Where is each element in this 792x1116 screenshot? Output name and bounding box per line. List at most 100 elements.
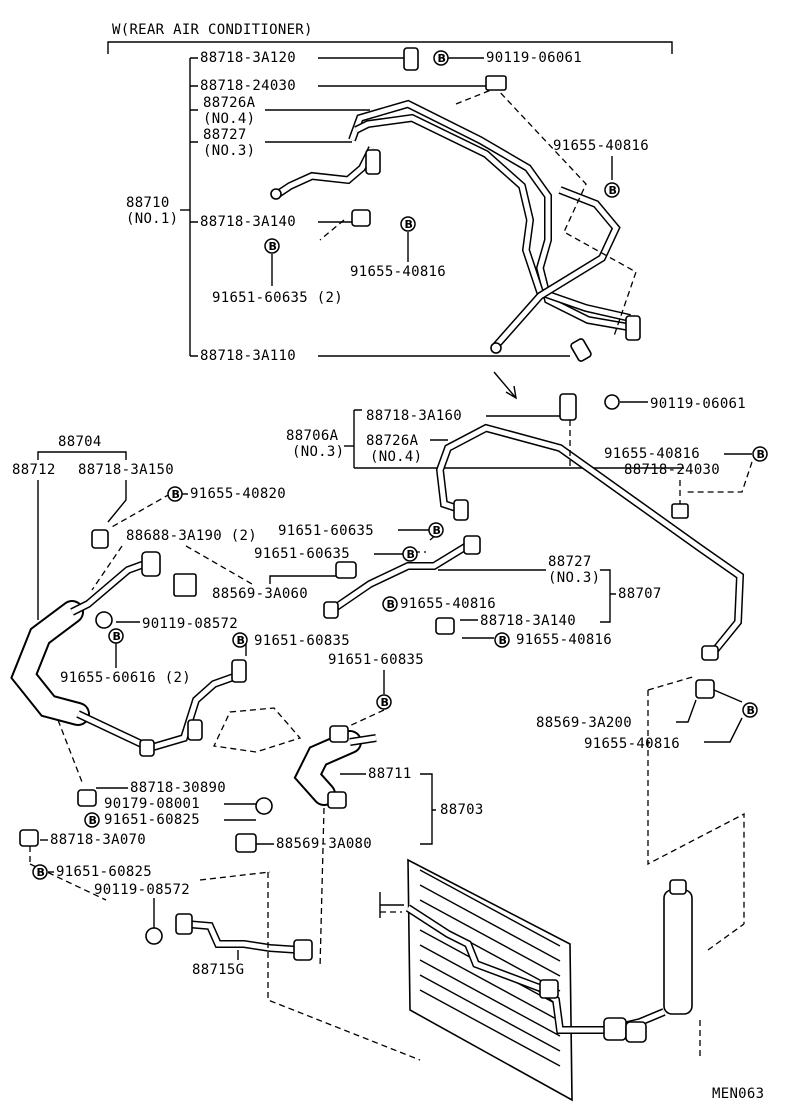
label-91651-60635-b: 91651-60635 <box>254 546 350 562</box>
fitting-88715G-a <box>175 913 193 935</box>
condenser-core <box>407 858 573 1102</box>
label-88710: 88710 <box>126 195 170 211</box>
fitting-88711-b <box>327 791 347 809</box>
badge-letter: B <box>405 218 414 231</box>
clamp-88718-3A140-b <box>435 617 455 635</box>
hose-88711-group: 91651-60835 91651-60835 88711 88703 <box>213 633 484 845</box>
header-bracket <box>107 41 673 54</box>
badge-b-7: B <box>428 522 444 538</box>
direction-arrow <box>493 371 517 400</box>
badge-letter: B <box>407 548 416 561</box>
label-88703: 88703 <box>440 802 484 818</box>
label-90179-08001: 90179-08001 <box>104 796 200 812</box>
hose-88704-group: 88704 88712 88718-3A150 91655-40820 8868… <box>10 434 286 757</box>
badge-letter: B <box>89 814 98 827</box>
label-88726A-b-no: (NO.4) <box>370 449 422 465</box>
label-90119-06061-a: 90119-06061 <box>486 50 582 66</box>
label-91651-60835-b: 91651-60835 <box>328 652 424 668</box>
badges: B B B B B B B B B B B B B B B B <box>32 50 768 880</box>
label-88718-24030-a: 88718-24030 <box>200 78 296 94</box>
label-88569-3A200: 88569-3A200 <box>536 715 632 731</box>
fitting-88704-d <box>139 739 155 757</box>
badge-b-11: B <box>232 632 248 648</box>
badge-letter: B <box>381 696 390 709</box>
fitting-rear-d <box>270 188 282 200</box>
fitting-88704-b <box>231 659 247 683</box>
label-88712: 88712 <box>12 462 56 478</box>
badge-letter: B <box>433 524 442 537</box>
label-88704: 88704 <box>58 434 102 450</box>
fitting-88715G-b <box>293 939 313 961</box>
label-88718-3A070: 88718-3A070 <box>50 832 146 848</box>
label-88707: 88707 <box>618 586 662 602</box>
fitting-88706A-b <box>701 645 719 661</box>
receiver-dryer <box>663 889 693 1015</box>
badge-b-15: B <box>84 812 100 828</box>
badge-letter: B <box>113 630 122 643</box>
badge-letter: B <box>499 634 508 647</box>
clamp-88718-24030-b <box>671 503 689 519</box>
fitting-88704-a <box>141 551 161 577</box>
clamp-88718-3A160 <box>559 393 577 421</box>
badge-letter: B <box>37 866 46 879</box>
label-88727-b-no: (NO.3) <box>548 570 600 586</box>
nut-90179-08001 <box>255 797 273 815</box>
bolt-90119-08572-a <box>95 611 113 629</box>
badge-letter: B <box>757 448 766 461</box>
label-88715G: 88715G <box>192 962 244 978</box>
label-90119-08572-b: 90119-08572 <box>94 882 190 898</box>
rear-ac-labels: 88718-3A120 90119-06061 88718-24030 8872… <box>126 50 649 364</box>
clamp-88718-3A140-a <box>351 209 371 227</box>
badge-b-6: B <box>167 486 183 502</box>
label-88718-3A140-a: 88718-3A140 <box>200 214 296 230</box>
clamp-88569-3A060 <box>335 561 357 579</box>
badge-b-3: B <box>400 216 416 232</box>
clamp-88718-30890 <box>77 789 97 807</box>
badge-b-10: B <box>494 632 510 648</box>
label-91651-60825-b: 91651-60825 <box>56 864 152 880</box>
label-91655-60616: 91655-60616 (2) <box>60 670 191 686</box>
badge-b-12: B <box>108 628 124 644</box>
bracket-88688-3A190 <box>173 573 197 597</box>
clamp-88718-3A070 <box>19 829 39 847</box>
label-88726A-no: (NO.4) <box>203 111 255 127</box>
bolt-90119-08572-b <box>145 927 163 945</box>
label-88718-30890: 88718-30890 <box>130 780 226 796</box>
fitting-rear-a <box>365 149 381 175</box>
label-88718-3A160: 88718-3A160 <box>366 408 462 424</box>
badge-b-14: B <box>742 702 758 718</box>
label-91655-40820: 91655-40820 <box>190 486 286 502</box>
lower-left-labels: 88718-30890 90179-08001 91651-60825 8871… <box>19 719 372 978</box>
label-88718-3A150: 88718-3A150 <box>78 462 174 478</box>
badge-b-16: B <box>32 864 48 880</box>
label-91651-60835-a: 91651-60835 <box>254 633 350 649</box>
label-90119-08572-a: 90119-08572 <box>142 616 238 632</box>
clamp-88718-3A110 <box>570 338 592 362</box>
label-90119-06061-b: 90119-06061 <box>650 396 746 412</box>
label-91651-60635-a: 91651-60635 <box>278 523 374 539</box>
badge-letter: B <box>237 634 246 647</box>
fitting-88707-b <box>323 601 339 619</box>
label-88718-3A110: 88718-3A110 <box>200 348 296 364</box>
condenser-assembly <box>379 858 745 1102</box>
label-88727-a-no: (NO.3) <box>203 143 255 159</box>
badge-letter: B <box>387 598 396 611</box>
condenser-fitting-a <box>603 1017 627 1041</box>
badge-b-4: B <box>264 238 280 254</box>
badge-b-13: B <box>376 694 392 710</box>
clamp-88569-3A200 <box>695 679 715 699</box>
clamp-88718-24030-a <box>485 75 507 91</box>
badge-letter: B <box>609 184 618 197</box>
label-88727-b: 88727 <box>548 554 592 570</box>
label-88727-a: 88727 <box>203 127 247 143</box>
label-88718-3A120: 88718-3A120 <box>200 50 296 66</box>
label-88718-3A140-b: 88718-3A140 <box>480 613 576 629</box>
label-91655-40816-e: 91655-40816 <box>516 632 612 648</box>
label-88706A: 88706A <box>286 428 339 444</box>
label-91655-40816-b: 91655-40816 <box>350 264 446 280</box>
label-91655-40816-c: 91655-40816 <box>604 446 700 462</box>
label-91655-40816-a: 91655-40816 <box>553 138 649 154</box>
section-title: W(REAR AIR CONDITIONER) <box>112 22 313 38</box>
badge-letter: B <box>269 240 278 253</box>
label-91655-40816-d: 91655-40816 <box>400 596 496 612</box>
